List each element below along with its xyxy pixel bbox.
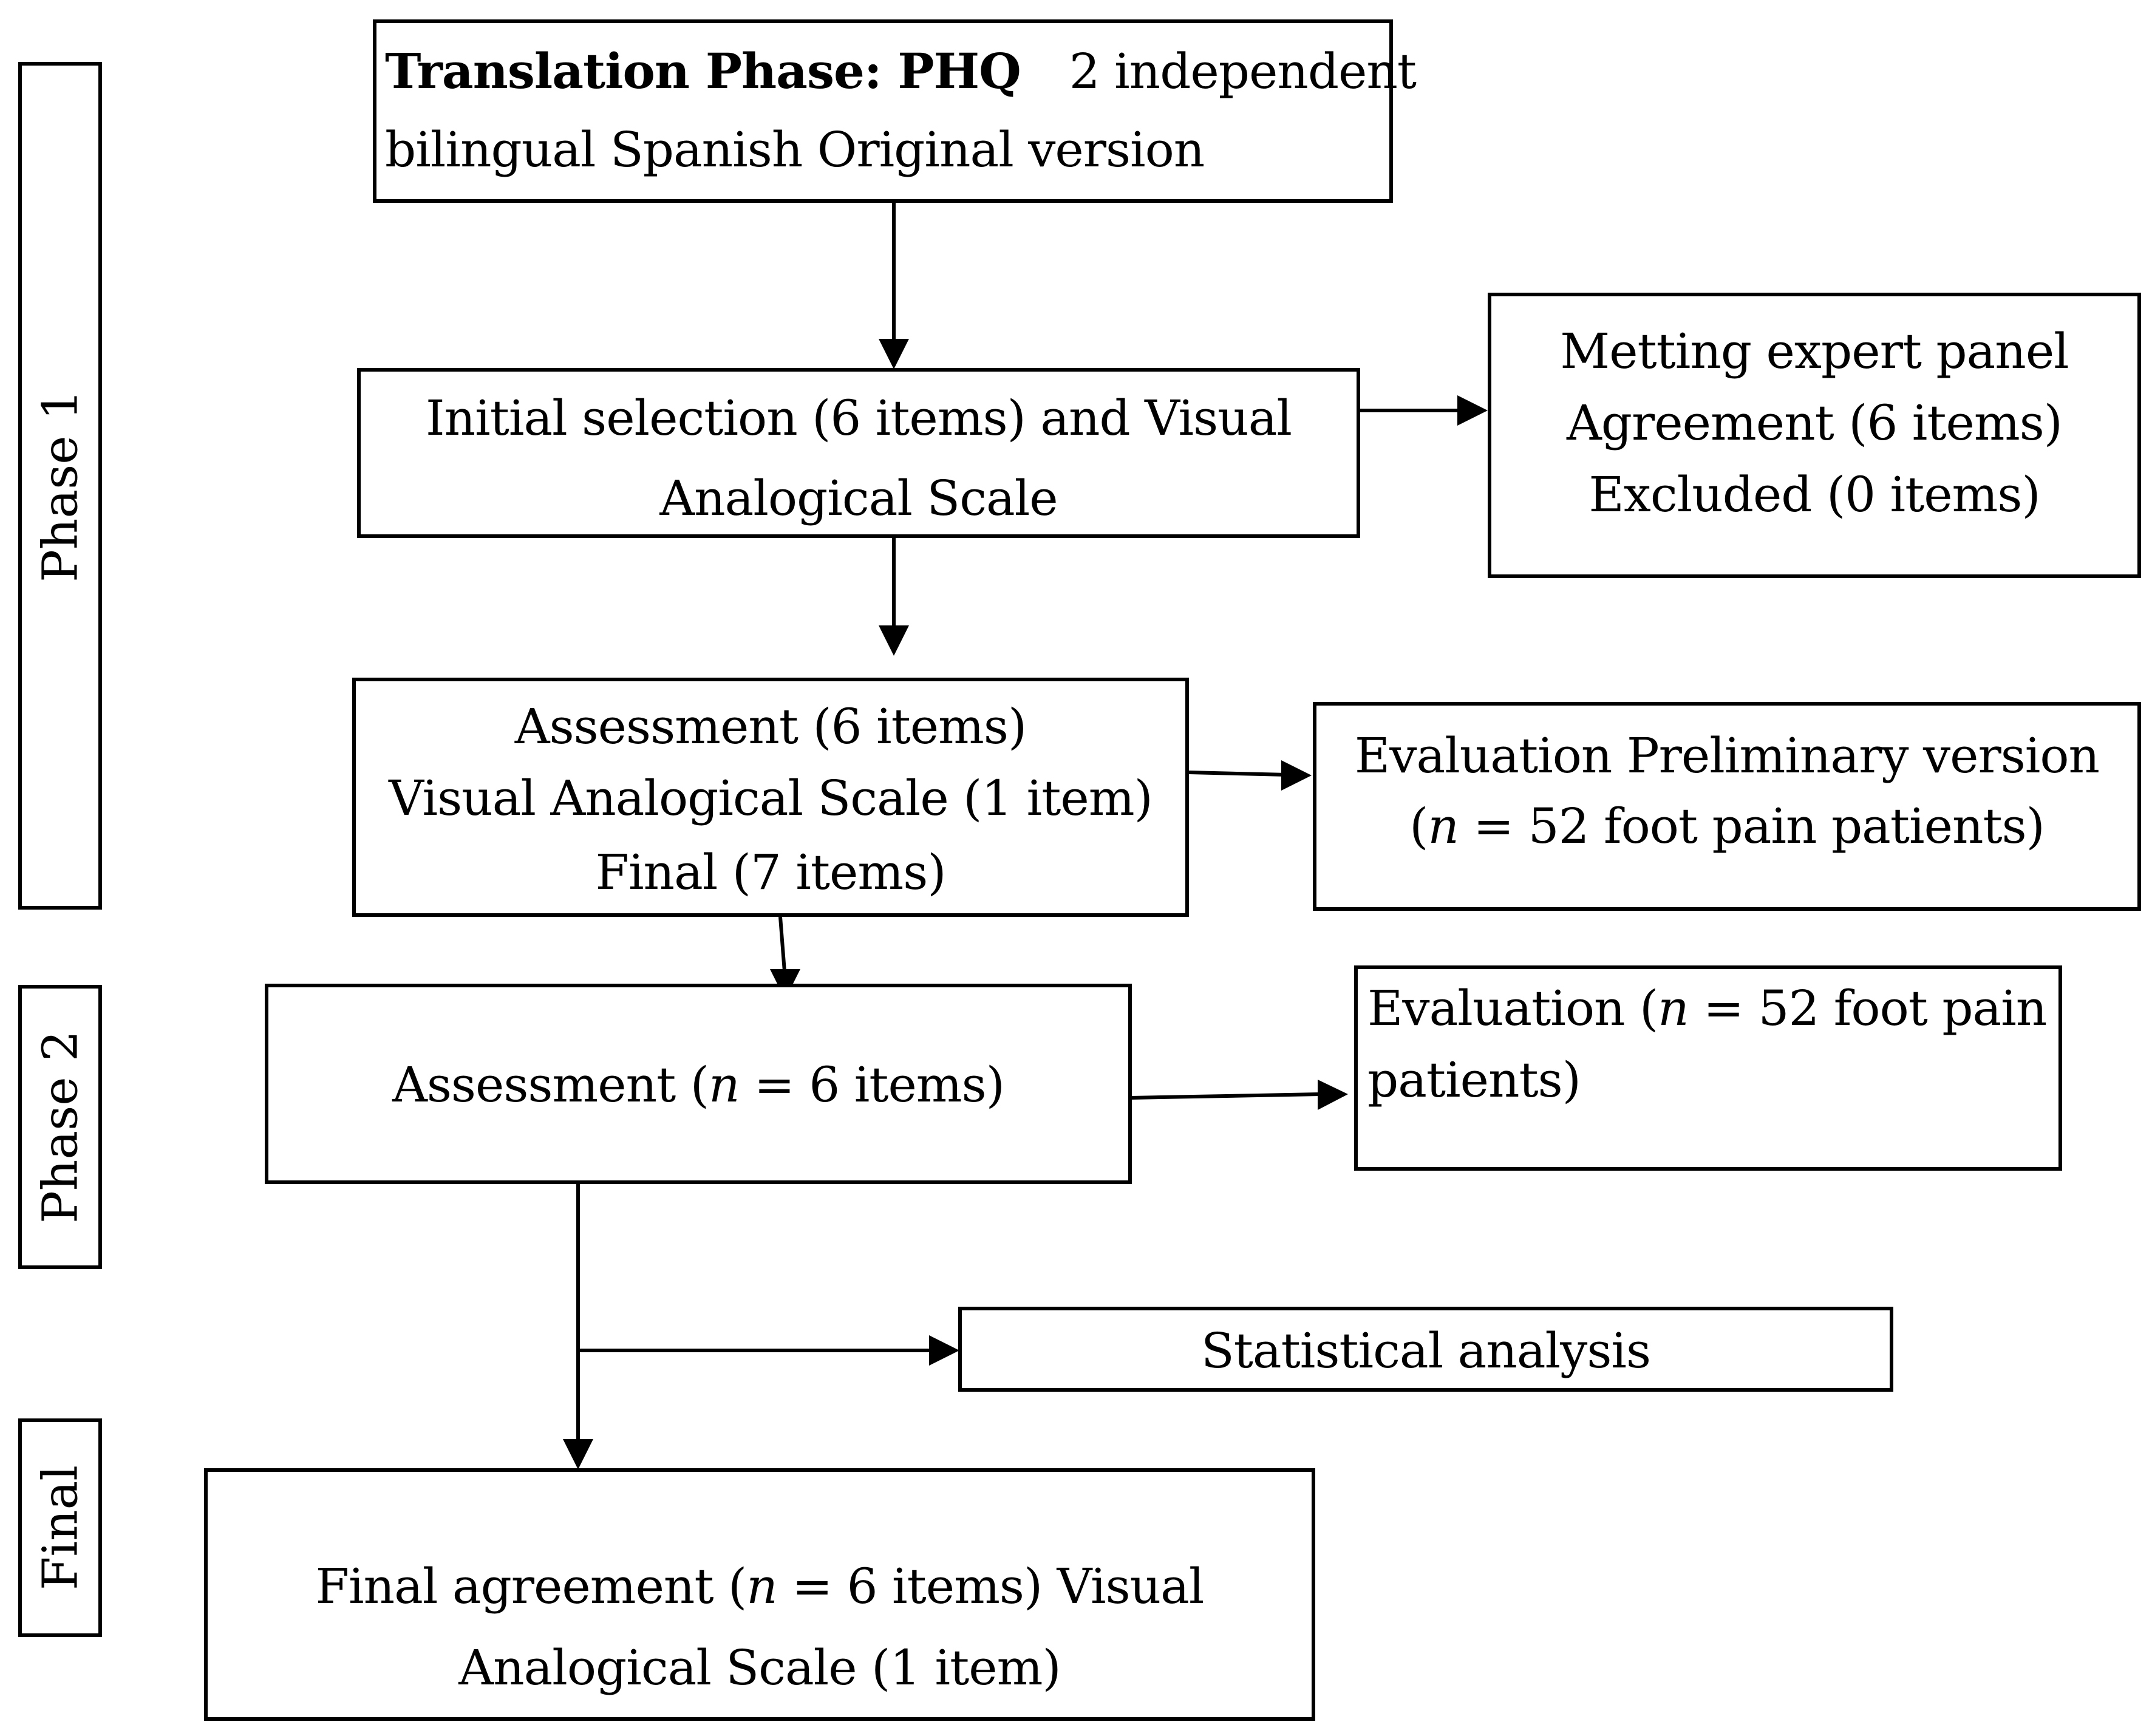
evaluation-preliminary-n: n — [1428, 798, 1459, 854]
evaluation-2-line1-suffix: = 52 foot pain — [1688, 980, 2047, 1036]
expert-panel-line3: Excluded (0 items) — [1588, 466, 2040, 523]
assessment-1-line3: Final (7 items) — [595, 844, 946, 900]
arrowhead-initial-to-expert — [1457, 395, 1488, 426]
assessment-1-box: Assessment (6 items) Visual Analogical S… — [352, 678, 1189, 917]
assessment-2-suffix: = 6 items) — [739, 1057, 1005, 1113]
final-agreement-line2: Analogical Scale (1 item) — [458, 1639, 1061, 1696]
final-agreement-n: n — [746, 1558, 778, 1615]
translation-phase-line1: Translation Phase: PHQ 2 independent — [385, 35, 1417, 107]
expert-panel-line2: Agreement (6 items) — [1567, 395, 2063, 451]
arrowhead-assessment1-to-evaluation — [1281, 760, 1312, 791]
initial-selection-line2: Analogical Scale — [659, 470, 1058, 526]
translation-phase-line2: bilingual Spanish Original version — [385, 121, 1205, 178]
assessment-2-n: n — [708, 1057, 740, 1113]
arrowhead-to-final — [563, 1439, 593, 1469]
evaluation-2-box: Evaluation (n = 52 foot pain patients) — [1354, 965, 2062, 1171]
phase-1-label-box: Phase 1 — [18, 62, 102, 910]
arrowhead-to-statistical — [929, 1335, 959, 1366]
evaluation-2-line1-prefix: Evaluation ( — [1367, 980, 1658, 1036]
assessment-2-prefix: Assessment ( — [392, 1057, 709, 1113]
final-phase-label-box: Final — [18, 1418, 102, 1637]
translation-phase-title: Translation Phase: PHQ — [385, 43, 1021, 100]
phase-2-label-box: Phase 2 — [18, 985, 102, 1269]
evaluation-2-line1: Evaluation (n = 52 foot pain — [1367, 973, 2047, 1044]
expert-panel-line1: Metting expert panel — [1560, 323, 2069, 380]
arrowhead-translation-to-initial — [879, 339, 909, 369]
evaluation-preliminary-open-paren: ( — [1409, 798, 1428, 854]
final-agreement-line1: Final agreement (n = 6 items) Visual — [208, 1551, 1312, 1622]
final-agreement-line1-suffix: = 6 items) Visual — [777, 1558, 1204, 1615]
evaluation-preliminary-line1: Evaluation Preliminary version — [1354, 727, 2100, 784]
arrowhead-initial-to-assessment1 — [879, 625, 909, 656]
statistical-analysis-box: Statistical analysis — [958, 1307, 1893, 1392]
assessment-2-box: Assessment (n = 6 items) — [265, 984, 1132, 1184]
arrow-assessment2-to-evaluation2 — [1130, 1092, 1321, 1100]
evaluation-2-n: n — [1658, 980, 1689, 1036]
initial-selection-box: Initial selection (6 items) and Visual A… — [357, 368, 1360, 538]
evaluation-preliminary-line2: (n = 52 foot pain patients) — [1316, 791, 2137, 862]
final-agreement-box: Final agreement (n = 6 items) Visual Ana… — [204, 1468, 1315, 1721]
translation-phase-line1-rest: 2 independent — [1069, 43, 1417, 100]
initial-selection-line1: Initial selection (6 items) and Visual — [426, 390, 1292, 446]
evaluation-2-line2: patients) — [1367, 1052, 1581, 1108]
translation-phase-box: Translation Phase: PHQ 2 independent bili… — [373, 19, 1417, 203]
assessment-1-line2: Visual Analogical Scale (1 item) — [389, 770, 1153, 826]
statistical-analysis-label: Statistical analysis — [1200, 1322, 1651, 1379]
arrow-assessment1-to-evaluation — [1188, 771, 1288, 777]
assessment-2-text: Assessment (n = 6 items) — [268, 1049, 1128, 1121]
evaluation-preliminary-line2-rest: = 52 foot pain patients) — [1458, 798, 2045, 854]
final-agreement-line1-prefix: Final agreement ( — [315, 1558, 747, 1615]
arrowhead-assessment2-to-evaluation2 — [1318, 1080, 1348, 1110]
arrow-assessment1-to-assessment2 — [778, 916, 786, 972]
expert-panel-box: Metting expert panel Agreement (6 items)… — [1488, 293, 2141, 578]
assessment-1-line1: Assessment (6 items) — [514, 698, 1027, 755]
evaluation-preliminary-box: Evaluation Preliminary version (n = 52 f… — [1313, 702, 2141, 911]
